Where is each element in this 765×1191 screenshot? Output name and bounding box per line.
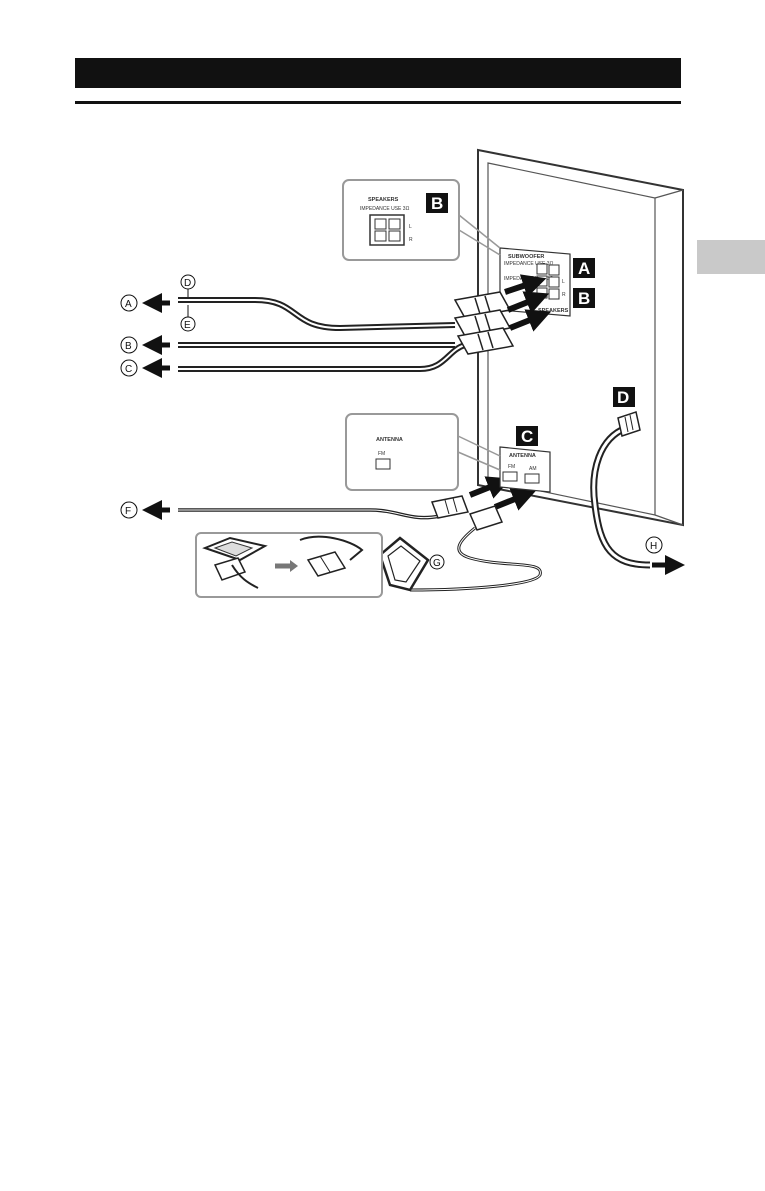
inset-channel-right: R	[409, 237, 413, 243]
plug-icon	[617, 411, 641, 437]
circle-marker-g-text: G	[433, 558, 441, 569]
circle-marker-d-text: D	[184, 278, 191, 289]
circle-marker-a: A	[120, 294, 138, 312]
subwoofer-label: SUBWOOFER	[508, 254, 544, 260]
circle-marker-b-text: B	[125, 341, 132, 352]
antenna-inset-fm: FM	[378, 451, 385, 457]
arrow-left-icon	[142, 293, 170, 520]
square-marker-b: B	[573, 288, 595, 308]
loop-antenna-icon	[378, 505, 542, 592]
subwoofer-impedance: IMPEDANCE USE 3Ω	[504, 261, 554, 267]
section-title-bar	[75, 58, 681, 88]
channel-right-label: R	[562, 292, 566, 298]
speaker-cable-c	[178, 342, 467, 372]
square-marker-b-text: B	[578, 289, 590, 308]
circle-marker-d: D	[180, 274, 196, 297]
circle-marker-h-text: H	[650, 541, 657, 552]
inset-channel-left: L	[409, 224, 412, 230]
antenna-panel-title: ANTENNA	[509, 453, 536, 459]
speakers-inset-impedance: IMPEDANCE USE 3Ω	[360, 206, 410, 212]
speaker-cable-a	[178, 297, 456, 332]
square-marker-d-text: D	[617, 388, 629, 407]
antenna-terminal-panel: ANTENNA FM AM	[499, 446, 551, 493]
channel-left-label: L	[562, 279, 565, 285]
circle-marker-e-text: E	[184, 320, 191, 331]
square-marker-a-text: A	[578, 259, 590, 278]
circle-marker-g: G	[429, 554, 445, 570]
antenna-panel-fm: FM	[508, 464, 515, 470]
square-marker-d: D	[613, 387, 635, 407]
circle-marker-c: C	[120, 359, 138, 377]
fm-wire-antenna	[178, 495, 470, 520]
chapter-side-tab	[697, 240, 765, 274]
circle-marker-b: B	[120, 336, 138, 354]
loop-antenna-assembly-inset	[195, 532, 383, 598]
speaker-plugs	[453, 291, 515, 355]
speakers-panel-label: SPEAKERS	[538, 308, 569, 314]
circle-marker-f: F	[120, 501, 138, 519]
circle-marker-h: H	[645, 536, 663, 554]
antenna-inset-title: ANTENNA	[376, 437, 403, 443]
ac-power-cord	[590, 411, 651, 569]
arrow-right-icon-gray	[290, 560, 298, 572]
square-marker-c-text: C	[521, 427, 533, 446]
header-rule	[75, 101, 681, 104]
circle-marker-f-text: F	[125, 506, 131, 517]
speakers-inset-title: SPEAKERS	[368, 197, 399, 203]
antenna-inset: ANTENNA FM	[345, 413, 501, 491]
insertion-arrows	[468, 274, 552, 511]
circle-marker-e: E	[180, 305, 196, 332]
circle-marker-c-text: C	[125, 364, 132, 375]
square-marker-b-inset-text: B	[431, 194, 443, 213]
square-marker-c: C	[516, 426, 538, 446]
circle-marker-a-text: A	[125, 299, 132, 310]
antenna-panel-am: AM	[529, 466, 537, 472]
square-marker-b-inset: B	[426, 193, 448, 213]
square-marker-a: A	[573, 258, 595, 278]
speakers-inset: SPEAKERS IMPEDANCE USE 3Ω L R	[342, 179, 501, 261]
